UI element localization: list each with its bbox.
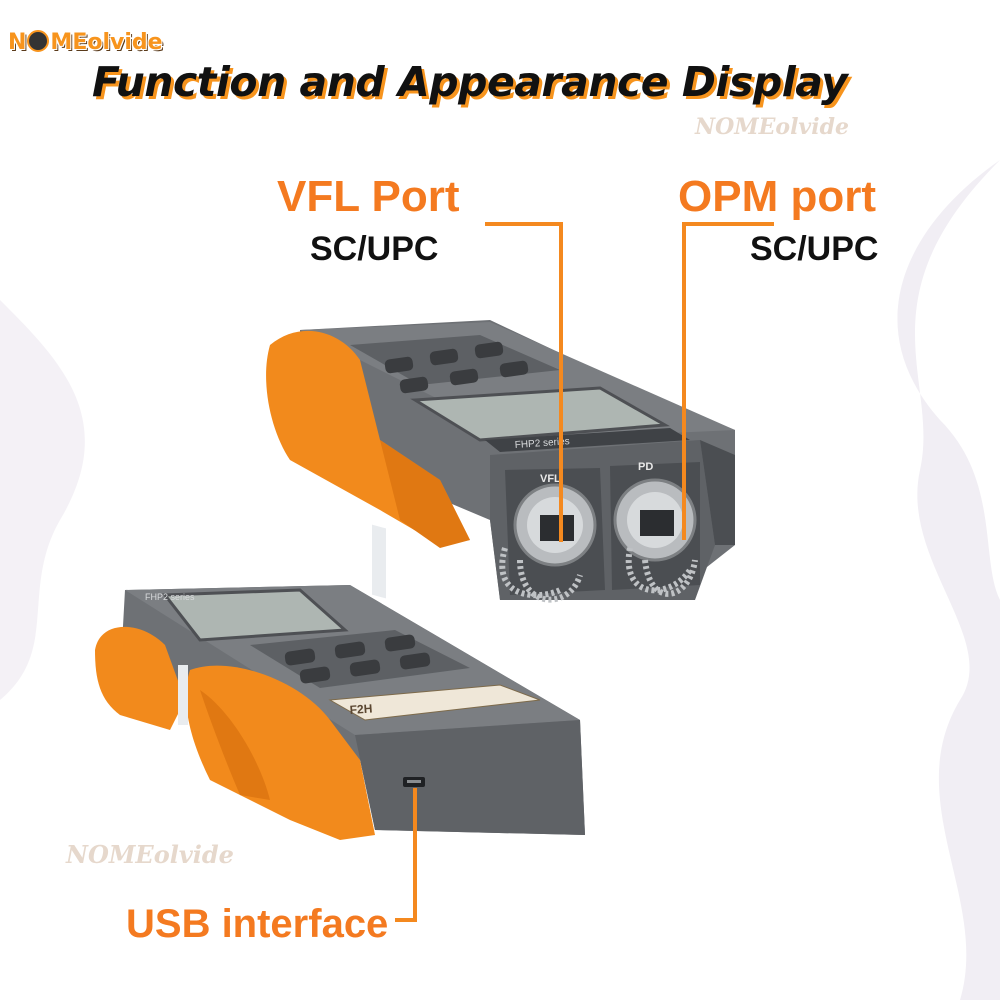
watermark: NOMEolvide <box>695 114 849 140</box>
vfl-port-callout: VFL Port <box>277 172 460 221</box>
lower-device: F2H FHP2 series <box>95 585 585 840</box>
opm-callout-line-h <box>682 222 774 226</box>
usb-interface-callout: USB interface <box>126 902 389 946</box>
upper-device: VFL PD FHP2 series <box>266 320 735 603</box>
opm-callout-line-v <box>682 222 686 540</box>
usb-callout-line-v <box>413 788 417 920</box>
pd-port-label: PD <box>638 461 653 473</box>
vfl-callout-line-v <box>559 222 563 542</box>
watermark: NOMEolvide <box>66 840 234 869</box>
vfl-port-connector-type: SC/UPC <box>310 230 439 268</box>
astronaut-icon <box>27 30 50 52</box>
opm-port-connector-type: SC/UPC <box>750 230 879 268</box>
page-title: Function and Appearance Display <box>92 58 848 106</box>
badge-label: F2H <box>349 701 373 717</box>
usb-callout-line-h <box>395 918 417 922</box>
vfl-port-label: VFL <box>540 473 561 485</box>
model-label: FHP2 series <box>145 592 195 602</box>
opm-port-callout: OPM port <box>678 172 876 221</box>
series-label: FHP2 series <box>514 436 570 451</box>
vfl-callout-line-h <box>485 222 563 226</box>
